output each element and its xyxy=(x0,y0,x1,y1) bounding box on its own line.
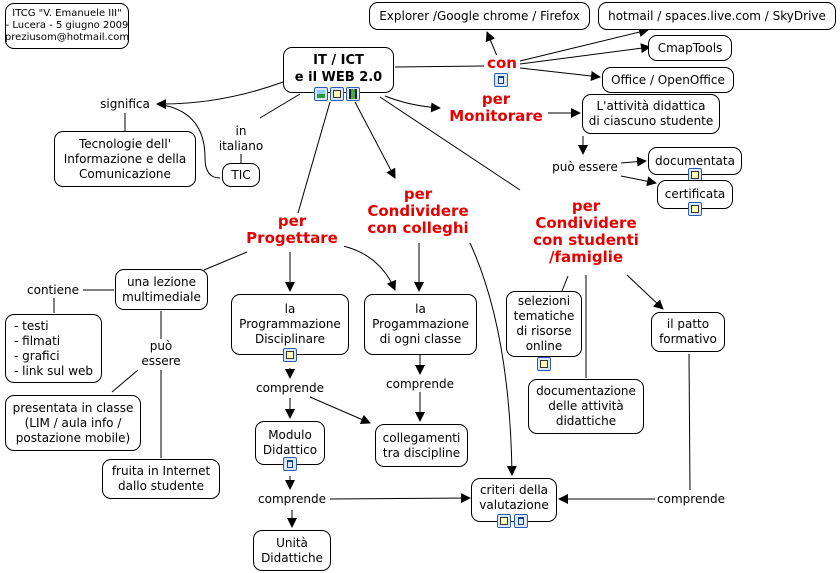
edge xyxy=(519,67,601,81)
document-resource-icon[interactable] xyxy=(537,357,551,371)
link-significa: significa xyxy=(96,97,154,112)
edge xyxy=(485,31,498,57)
edge xyxy=(297,101,331,214)
edge xyxy=(469,242,517,476)
edge xyxy=(561,275,569,292)
link-puo-essere-2: può essere xyxy=(137,339,185,369)
concept-prog-disciplinare[interactable]: la Programmazione Disciplinare xyxy=(231,294,349,355)
edge xyxy=(379,96,521,191)
concept-hotmail[interactable]: hotmail / spaces.live.com / SkyDrive xyxy=(598,2,836,30)
document-resource-icon[interactable] xyxy=(330,87,344,101)
edge xyxy=(620,156,647,167)
info-box: ITCG "V. Emanuele III" - Lucera - 5 giug… xyxy=(5,3,129,49)
edge xyxy=(111,369,139,393)
edge xyxy=(342,245,397,291)
concept-prog-classe[interactable]: la Progammazione di ogni classe xyxy=(364,294,477,355)
edge xyxy=(620,175,657,187)
link-comprende-2: comprende xyxy=(384,377,456,392)
image-resource-icon[interactable] xyxy=(314,87,328,101)
link-comprende-1: comprende xyxy=(254,381,326,396)
edge xyxy=(309,396,371,425)
edge xyxy=(329,493,471,504)
edge xyxy=(203,251,248,271)
edge xyxy=(688,353,691,491)
concept-selezioni[interactable]: selezioni tematiche di risorse online xyxy=(506,291,582,357)
link-contiene: contiene xyxy=(24,283,82,298)
concept-cmaptools[interactable]: CmapTools xyxy=(648,35,732,61)
concept-map-resource-icon[interactable] xyxy=(283,457,297,471)
document-resource-icon[interactable] xyxy=(688,202,702,216)
link-comprende-3: comprende xyxy=(256,492,328,507)
edge xyxy=(354,101,396,179)
link-monitorare: per Monitorare xyxy=(444,91,548,125)
document-resource-icon[interactable] xyxy=(688,168,702,182)
edge xyxy=(519,27,649,62)
link-studenti: per Condividere con studenti /famiglie xyxy=(526,198,646,266)
edge xyxy=(384,95,441,113)
concept-tecnologie[interactable]: Tecnologie dell' Informazione e della Co… xyxy=(54,131,196,187)
link-con: con xyxy=(484,55,520,72)
document-resource-icon[interactable] xyxy=(283,348,297,362)
edge xyxy=(259,93,301,119)
concept-map-resource-icon[interactable] xyxy=(494,73,508,87)
concept-tic[interactable]: TIC xyxy=(222,163,260,187)
edge xyxy=(156,81,284,110)
concept-patto[interactable]: il patto formativo xyxy=(651,312,725,352)
concept-attivita[interactable]: L'attività didattica di ciascuno student… xyxy=(582,94,720,134)
video-resource-icon[interactable] xyxy=(346,87,360,101)
concept-browsers[interactable]: Explorer /Google chrome / Firefox xyxy=(369,2,590,30)
link-progettare: per Progettare xyxy=(240,213,344,247)
concept-unita[interactable]: Unità Didattiche xyxy=(253,530,331,571)
edge xyxy=(156,103,221,179)
edge xyxy=(626,274,664,310)
edge xyxy=(394,65,485,68)
document-resource-icon[interactable] xyxy=(497,514,511,528)
concept-presentata[interactable]: presentata in classe (LIM / aula info / … xyxy=(5,395,141,451)
concept-documentazione[interactable]: documentazione delle attività didattiche xyxy=(528,379,644,434)
concept-fruita[interactable]: fruita in Internet dallo studente xyxy=(102,459,220,499)
link-in-italiano: in italiano xyxy=(215,124,267,154)
edge xyxy=(519,43,651,65)
concept-lezione[interactable]: una lezione multimediale xyxy=(115,269,208,310)
concept-office[interactable]: Office / OpenOffice xyxy=(602,67,734,93)
link-colleghi: per Condividere con colleghi xyxy=(358,186,478,237)
concept-lista[interactable]: - testi - filmati - grafici - link sul w… xyxy=(5,314,102,383)
concept-map-resource-icon[interactable] xyxy=(514,514,528,528)
link-puo-essere-1: può essere xyxy=(550,160,620,175)
link-comprende-4: comprende xyxy=(655,492,727,507)
concept-collegamenti[interactable]: collegamenti tra discipline xyxy=(375,424,468,467)
